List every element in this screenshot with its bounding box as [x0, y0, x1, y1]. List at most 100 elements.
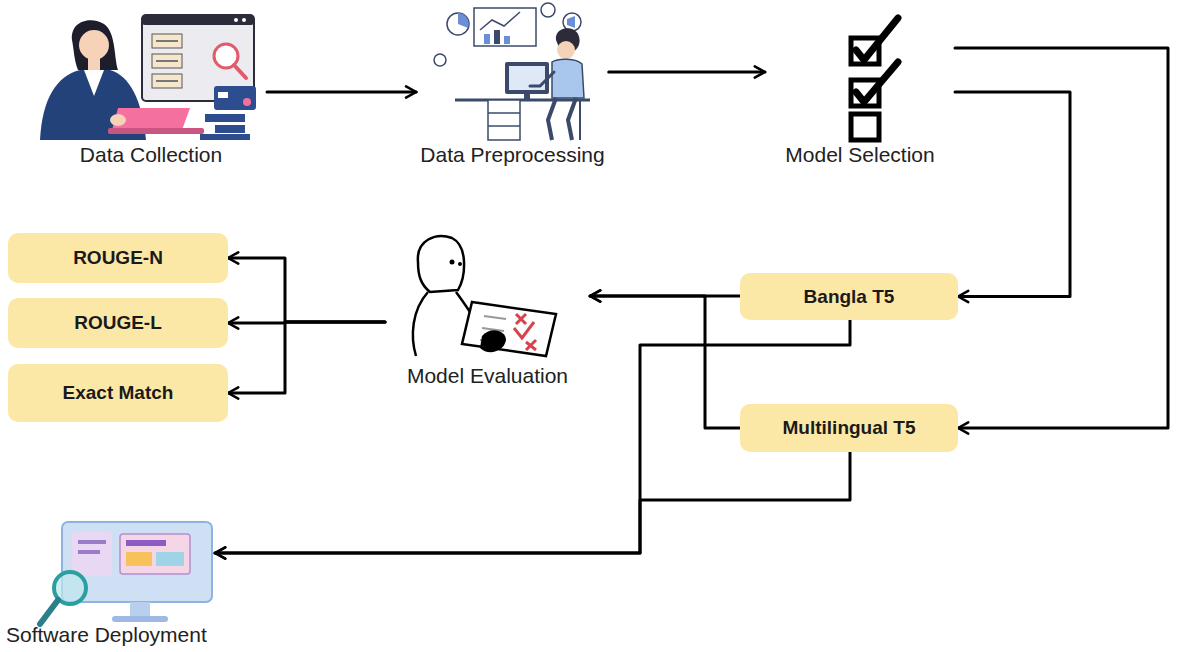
model-box: Bangla T5: [740, 273, 958, 320]
data-preprocessing-illustration: [447, 13, 469, 35]
data-collection-illustration: [218, 92, 228, 98]
software-deployment-illustration: [78, 550, 100, 554]
step-icon-node: Model Selection: [765, 14, 955, 167]
flow-arrow: [267, 91, 416, 94]
data-collection-illustration: [234, 65, 246, 78]
data-preprocessing-illustration: [494, 30, 500, 44]
data-collection-illustration: [214, 86, 256, 110]
model-evaluation-illustration: [526, 340, 536, 350]
model-evaluation-illustration: [413, 292, 428, 356]
software-deployment-illustration: [78, 540, 106, 544]
box-label: Bangla T5: [804, 286, 895, 308]
software-deployment-illustration: [156, 552, 184, 566]
step-icon-node: Model Evaluation: [385, 236, 590, 388]
flow-arrow: [228, 258, 385, 322]
data-preprocessing-illustration: [552, 59, 584, 98]
model-evaluation-illustration: [418, 236, 464, 292]
data-preprocessing-illustration: [455, 99, 590, 102]
data-collection-illustration: [215, 125, 245, 133]
box-label: ROUGE-N: [73, 247, 163, 269]
data-preprocessing-illustration: [434, 3, 590, 140]
data-preprocessing-illustration: [488, 100, 520, 140]
box-label: ROUGE-L: [74, 312, 162, 334]
software-deployment-illustration: [72, 532, 112, 576]
data-preprocessing-illustration: [504, 36, 510, 44]
data-collection-illustration: [156, 60, 178, 62]
flow-arrow: [228, 322, 385, 393]
data-collection-illustration: [152, 34, 182, 48]
model-evaluation-illustration: [480, 330, 506, 352]
data-preprocessing-illustration: [474, 8, 536, 46]
data-preprocessing-illustration: [568, 98, 576, 140]
metric-box: Exact Match: [8, 364, 228, 422]
model-evaluation-illustration: [516, 314, 526, 324]
step-caption: Model Evaluation: [407, 364, 568, 388]
step-caption: Software Deployment: [6, 623, 207, 647]
data-collection-illustration: [242, 18, 246, 22]
box-label: Exact Match: [63, 382, 174, 404]
checkbox-icon: [856, 18, 898, 60]
data-collection-illustration: [243, 98, 251, 106]
box-label: Multilingual T5: [783, 417, 916, 439]
flow-arrow: [955, 92, 1070, 297]
data-preprocessing-illustration: [567, 16, 575, 28]
data-collection-illustration: [142, 15, 254, 25]
step-icon-node: Software Deployment: [6, 515, 215, 647]
model-box: Multilingual T5: [740, 404, 958, 452]
data-preprocessing-illustration: [548, 98, 556, 140]
data-preprocessing-illustration: [488, 112, 520, 114]
data-preprocessing-illustration: [458, 13, 469, 28]
step-icon-node: Data Preprocessing: [416, 0, 608, 167]
checkbox-icon: [851, 18, 898, 140]
software-deployment-illustration: [120, 534, 190, 574]
model-evaluation-illustration: [462, 302, 556, 356]
flow-arrow: [215, 452, 850, 553]
model-evaluation-illustration: [458, 262, 462, 266]
model-evaluation-illustration: [413, 236, 556, 356]
data-preprocessing-illustration: [488, 125, 520, 127]
data-preprocessing-illustration: [557, 41, 575, 59]
software-deployment-illustration: [112, 616, 168, 622]
data-collection-illustration: [88, 58, 100, 70]
flow-arrow: [609, 71, 765, 74]
data-collection-illustration: [156, 40, 178, 42]
data-collection-illustration: [152, 74, 182, 88]
model-evaluation-illustration: [450, 260, 455, 265]
model-evaluation-illustration: [456, 292, 470, 312]
flow-arrow: [590, 296, 740, 428]
data-collection-illustration: [234, 18, 238, 22]
software-deployment-illustration: [126, 552, 152, 566]
software-deployment-illustration: [126, 540, 166, 546]
step-caption: Data Collection: [80, 143, 222, 167]
data-preprocessing-illustration: [541, 3, 555, 17]
data-collection-illustration: [79, 30, 109, 60]
step-caption: Model Selection: [785, 143, 934, 167]
data-collection-illustration: [156, 80, 178, 82]
data-collection-illustration: [108, 128, 204, 134]
model-evaluation-illustration: [514, 322, 534, 338]
data-preprocessing-illustration: [480, 12, 520, 30]
data-preprocessing-illustration: [484, 34, 490, 44]
data-preprocessing-illustration: [530, 72, 554, 86]
data-preprocessing-illustration: [434, 54, 446, 66]
data-collection-illustration: [205, 114, 245, 122]
data-collection-illustration: [84, 70, 104, 96]
data-collection-illustration: [40, 15, 256, 140]
metric-box: ROUGE-N: [8, 233, 228, 283]
data-collection-illustration: [152, 54, 182, 68]
data-preprocessing-illustration: [579, 100, 581, 140]
software-deployment-illustration: [40, 600, 58, 624]
data-preprocessing-illustration: [505, 62, 549, 94]
data-collection-illustration: [110, 114, 126, 126]
data-preprocessing-illustration: [563, 13, 581, 31]
checkbox-icon: [856, 62, 898, 102]
model-evaluation-illustration: [484, 316, 506, 319]
metric-box: ROUGE-L: [8, 298, 228, 348]
checkbox-icon: [851, 114, 879, 140]
software-deployment-illustration: [130, 602, 150, 618]
software-deployment-illustration: [40, 522, 212, 624]
data-collection-illustration: [72, 20, 118, 70]
step-caption: Data Preprocessing: [420, 143, 604, 167]
step-icon-node: Data Collection: [35, 12, 267, 167]
